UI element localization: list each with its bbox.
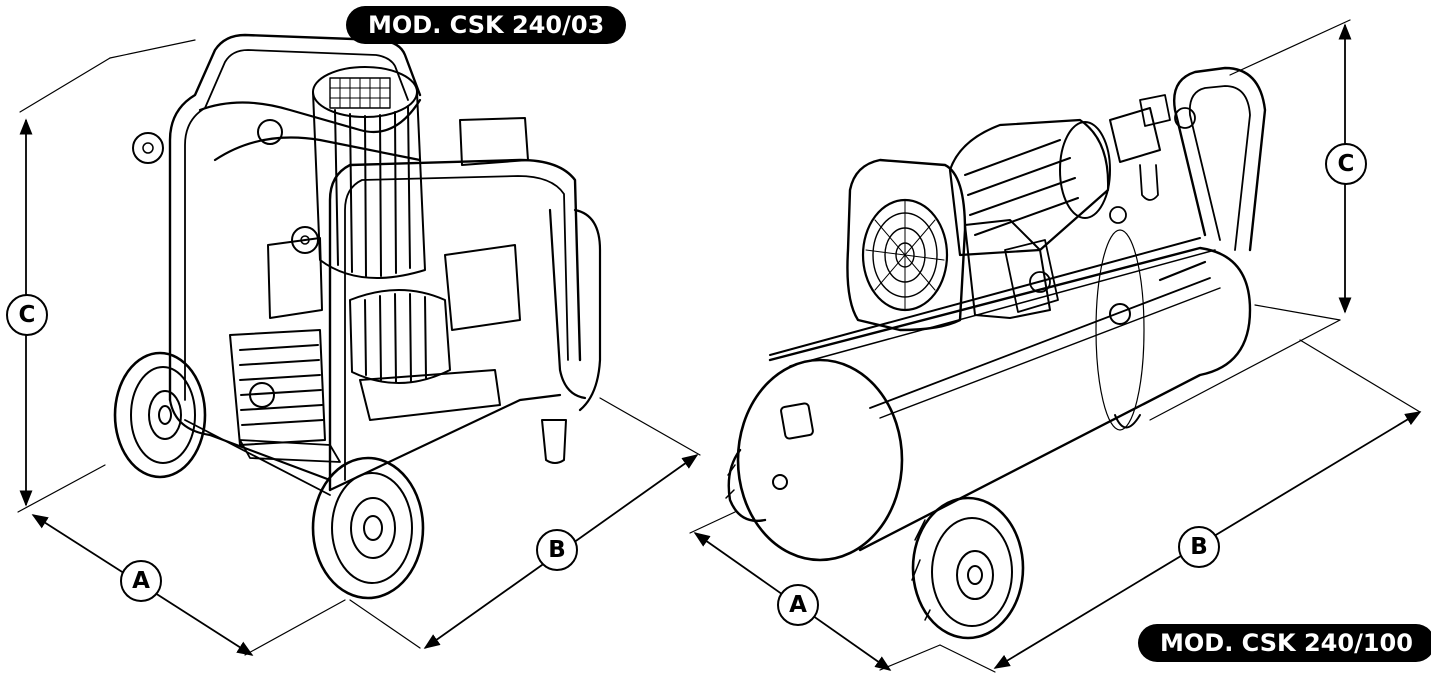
compressor-left-drawing [17, 33, 701, 656]
compressor-right-drawing [689, 19, 1421, 673]
dim-label-c-left: C [6, 294, 48, 336]
model-badge-left: MOD. CSK 240/03 [346, 6, 627, 44]
dim-label-a-left: A [120, 560, 162, 602]
dim-label-b-left: B [536, 529, 578, 571]
dim-label-c-right: C [1325, 143, 1367, 185]
dim-label-b-right: B [1178, 526, 1220, 568]
dim-label-a-right: A [777, 584, 819, 626]
model-badge-right: MOD. CSK 240/100 [1138, 624, 1431, 662]
